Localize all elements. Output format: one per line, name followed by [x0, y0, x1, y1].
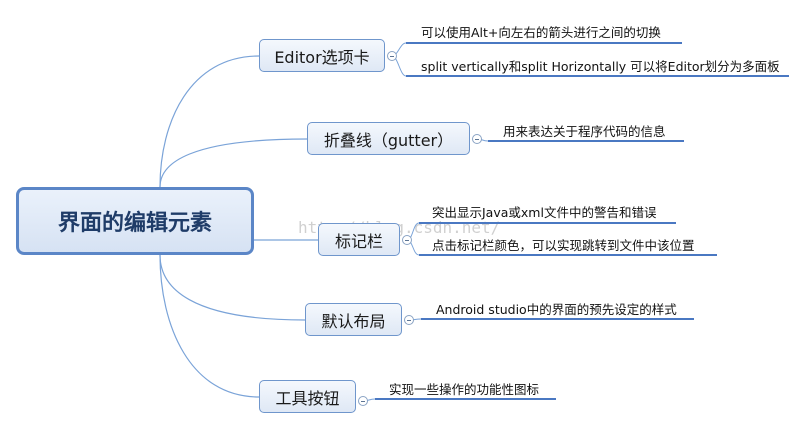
branch-connector — [159, 138, 308, 188]
branch-tool-buttons[interactable]: 工具按钮 — [259, 380, 356, 413]
collapse-toggle-icon[interactable] — [402, 235, 412, 245]
leaf-underline — [421, 318, 694, 320]
leaf-text[interactable]: 突出显示Java或xml文件中的警告和错误 — [432, 205, 657, 220]
leaf-underline — [406, 75, 789, 77]
leaf-text[interactable]: 点击标记栏颜色，可以实现跳转到文件中该位置 — [432, 238, 695, 253]
collapse-toggle-icon[interactable] — [404, 315, 414, 325]
leaf-underline — [375, 398, 556, 400]
leaf-text[interactable]: 实现一些操作的功能性图标 — [389, 382, 540, 397]
leaf-underline — [419, 222, 676, 224]
leaf-text[interactable]: Android studio中的界面的预先设定的样式 — [436, 302, 677, 317]
branch-default-layout[interactable]: 默认布局 — [305, 303, 402, 336]
root-node[interactable]: 界面的编辑元素 — [16, 187, 254, 255]
collapse-toggle-icon[interactable] — [358, 396, 368, 406]
branch-connector — [159, 55, 260, 188]
branch-connector — [159, 254, 306, 321]
leaf-text[interactable]: 用来表达关于程序代码的信息 — [503, 124, 666, 139]
collapse-toggle-icon[interactable] — [472, 134, 482, 144]
branch-marker-bar[interactable]: 标记栏 — [318, 223, 400, 256]
branch-editor-tabs[interactable]: Editor选项卡 — [259, 39, 385, 72]
branch-gutter[interactable]: 折叠线（gutter） — [307, 122, 470, 155]
leaf-underline — [488, 140, 684, 142]
leaf-underline — [419, 254, 717, 256]
branch-connector — [159, 254, 260, 398]
leaf-text[interactable]: split vertically和split Horizontally 可以将E… — [421, 59, 780, 74]
leaf-text[interactable]: 可以使用Alt+向左右的箭头进行之间的切换 — [421, 25, 661, 40]
leaf-underline — [406, 42, 682, 44]
collapse-toggle-icon[interactable] — [387, 51, 397, 61]
